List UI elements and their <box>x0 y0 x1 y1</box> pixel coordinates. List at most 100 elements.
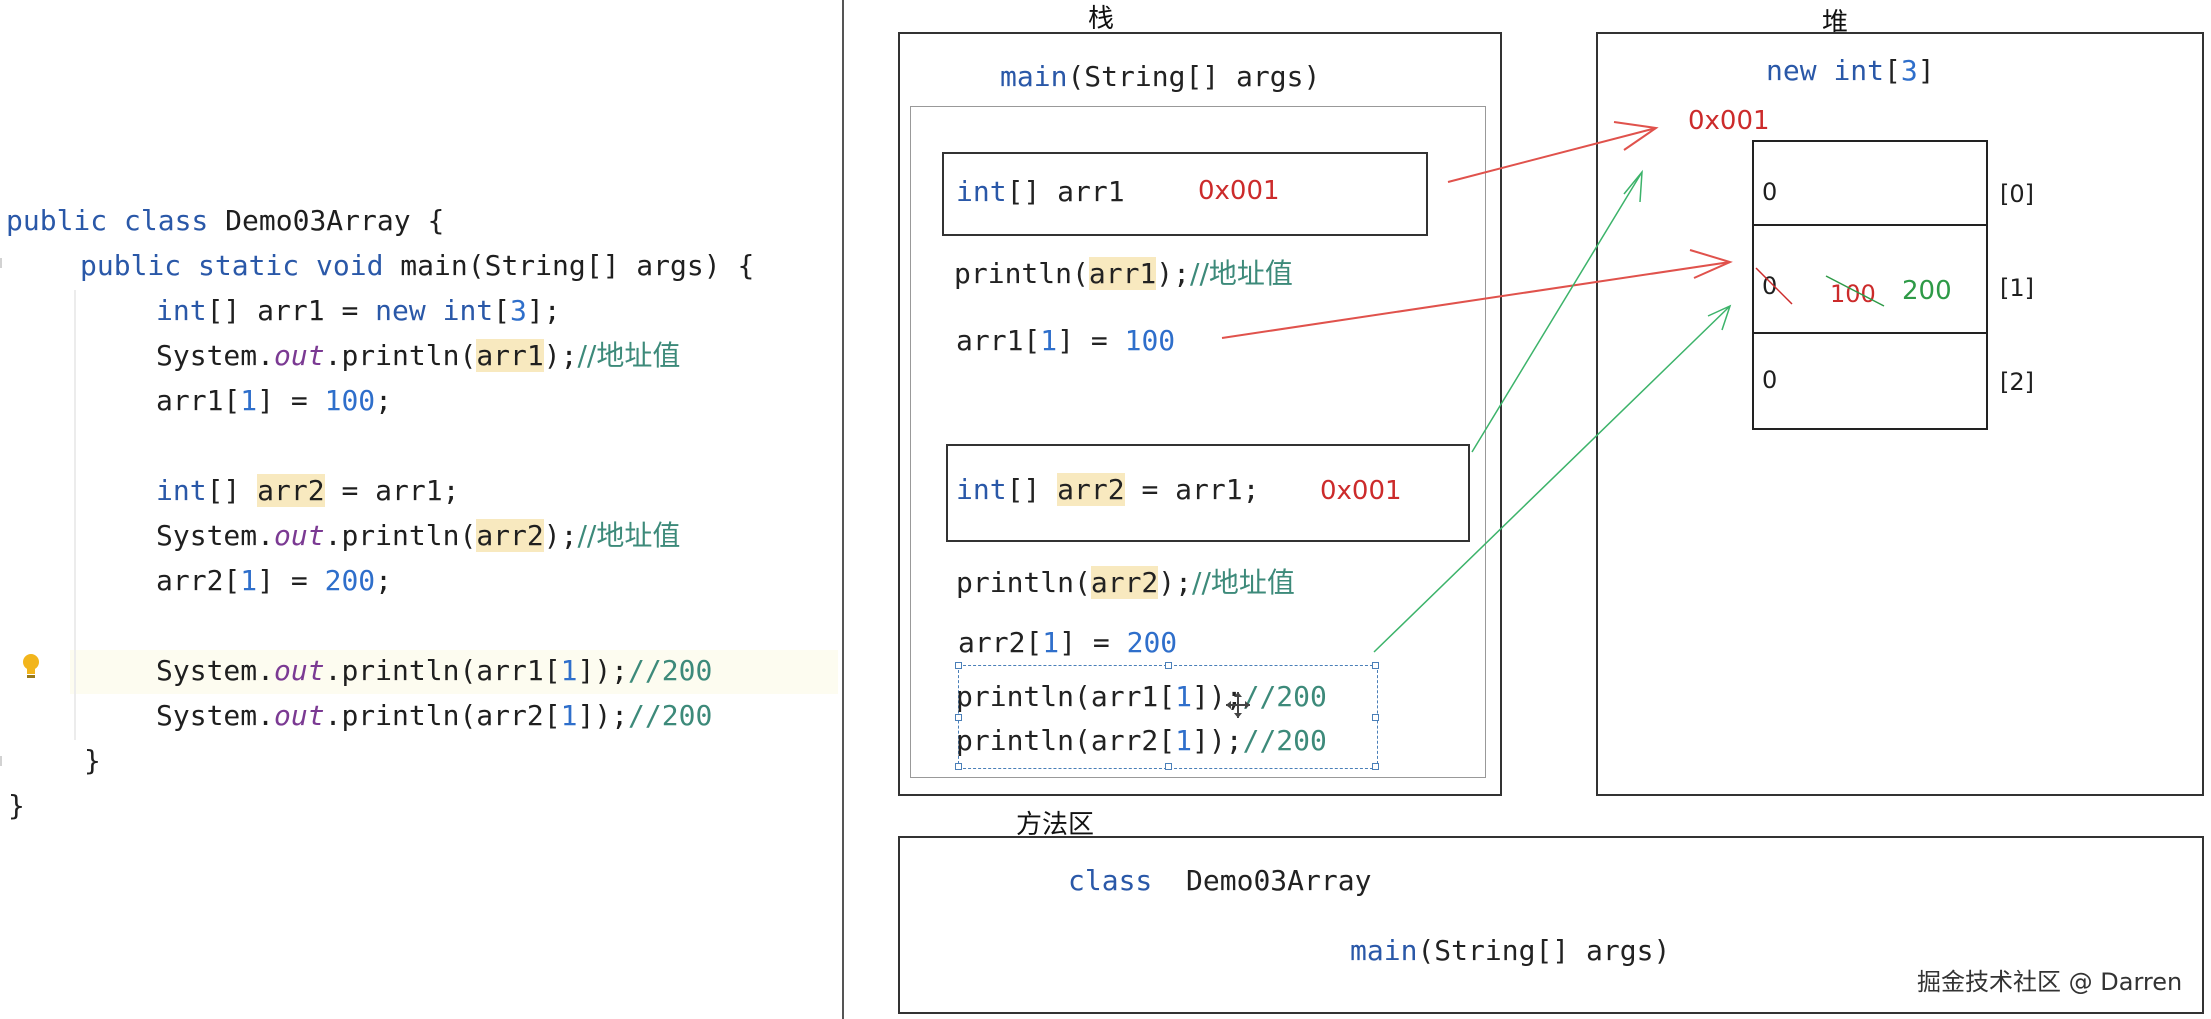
indent-guide <box>74 290 76 740</box>
code-text: Demo03Array <box>1186 864 1372 897</box>
resize-handle[interactable] <box>1372 662 1379 669</box>
code-line-print-arr2: System.out.println(arr2);//地址值 <box>156 519 680 553</box>
code-line-arr1-decl: int[] arr1 = new int[3]; <box>156 294 561 328</box>
cell-divider <box>1754 224 1986 226</box>
code-text: ); <box>1156 257 1191 290</box>
panel-divider[interactable] <box>842 0 844 1019</box>
code-text: arr1[ <box>156 384 241 417</box>
number-literal: 1 <box>240 384 258 417</box>
comment: //200 <box>628 699 713 732</box>
resize-handle[interactable] <box>955 714 962 721</box>
fold-marker[interactable] <box>0 756 6 766</box>
code-text: [ <box>493 294 511 327</box>
comment: //地址值 <box>577 519 681 552</box>
keyword: int <box>156 474 207 507</box>
comment: //200 <box>1242 680 1327 713</box>
comment: //地址值 <box>1190 257 1293 290</box>
closing-brace: } <box>84 744 101 777</box>
assign-arr2: arr2[1] = 200 <box>958 626 1177 659</box>
arr1-declaration: int[] arr1 <box>956 175 1125 208</box>
code-text: [] arr1 <box>1006 175 1125 208</box>
number-literal: 200 <box>1126 626 1178 659</box>
code-text: arr2[ <box>958 626 1043 659</box>
println-arr2: println(arr2);//地址值 <box>956 561 1295 601</box>
code-editor-panel[interactable]: public class Demo03Array { public static… <box>0 0 838 1019</box>
code-text: ); <box>543 519 578 552</box>
number-literal: 100 <box>1124 324 1176 357</box>
code-text: ]); <box>577 699 629 732</box>
stack-main-signature: main(String[] args) <box>1000 60 1320 93</box>
cell-1-new-value: 200 <box>1902 276 1952 306</box>
stack-box <box>898 32 1502 796</box>
code-line-print-arr2-elem: System.out.println(arr2[1]);//200 <box>156 699 712 733</box>
index-2-label: [2] <box>2000 368 2034 396</box>
code-text: [ <box>1884 54 1901 87</box>
resize-handle[interactable] <box>1165 662 1172 669</box>
highlighted-identifier: arr1 <box>476 339 544 372</box>
watermark: 掘金技术社区 @ Darren <box>1917 968 2183 996</box>
comment: //地址值 <box>1192 566 1295 599</box>
code-text: println( <box>956 566 1091 599</box>
arr1-variable-box <box>942 152 1428 236</box>
selected-text-box[interactable] <box>955 662 1379 770</box>
number-literal: 200 <box>324 564 376 597</box>
move-cursor-icon <box>1226 692 1250 718</box>
code-text: [] arr1 = <box>206 294 376 327</box>
code-text: main(String[] args) { <box>383 249 755 282</box>
keyword: int <box>956 473 1007 506</box>
resize-handle[interactable] <box>1372 714 1379 721</box>
keyword: public static void <box>80 249 384 282</box>
cell-2-value: 0 <box>1762 366 1778 394</box>
code-line-close-method: } <box>84 744 101 778</box>
resize-handle[interactable] <box>1165 763 1172 770</box>
lightbulb-icon[interactable] <box>20 652 42 682</box>
code-line-close-class: } <box>8 789 25 823</box>
code-text: ); <box>1158 566 1193 599</box>
resize-handle[interactable] <box>955 763 962 770</box>
keyword: new <box>1766 54 1817 87</box>
code-text: ]); <box>1192 724 1243 757</box>
strike-cell1-zero <box>1755 267 1793 305</box>
arrow-arr2-to-heap <box>1471 169 1643 453</box>
assign-arr1: arr1[1] = 100 <box>956 324 1175 357</box>
highlighted-identifier: arr2 <box>1057 473 1125 506</box>
keyword: public class <box>6 204 209 237</box>
code-text: [] <box>1006 473 1058 506</box>
method-area-box <box>898 836 2204 1014</box>
method-name: main <box>1000 60 1068 93</box>
keyword: new <box>375 294 426 327</box>
code-line-print-arr1: System.out.println(arr1);//地址值 <box>156 339 680 373</box>
method-area-main: main(String[] args) <box>1350 934 1670 967</box>
code-text: ] = <box>257 564 325 597</box>
code-text: ] = <box>1057 324 1125 357</box>
field-name: out <box>274 519 325 552</box>
code-text: System. <box>156 699 275 732</box>
cell-1-value: 0 <box>1762 272 1778 300</box>
code-text: ; <box>375 384 393 417</box>
resize-handle[interactable] <box>1372 763 1379 770</box>
keyword: int <box>956 175 1007 208</box>
highlighted-identifier: arr2 <box>476 519 544 552</box>
code-text: .println( <box>324 519 477 552</box>
code-text: .println(arr1[ <box>324 654 561 687</box>
comment: //200 <box>1242 724 1327 757</box>
code-text: ]; <box>526 294 561 327</box>
resize-handle[interactable] <box>955 662 962 669</box>
number-literal: 3 <box>510 294 527 327</box>
fold-marker[interactable] <box>0 258 6 268</box>
keyword: class <box>1068 864 1153 897</box>
code-text: arr1[ <box>956 324 1041 357</box>
code-text: println( <box>954 257 1089 290</box>
println-arr2-element: println(arr2[1]);//200 <box>956 724 1327 757</box>
keyword: int <box>156 294 207 327</box>
cell-0-value: 0 <box>1762 178 1778 206</box>
code-text: ] <box>1917 54 1935 87</box>
code-line-arr2-decl: int[] arr2 = arr1; <box>156 474 459 508</box>
heap-box <box>1596 32 2204 796</box>
field-name: out <box>274 699 325 732</box>
keyword: int <box>442 294 494 327</box>
number-literal: 1 <box>1042 626 1060 659</box>
arr2-declaration: int[] arr2 = arr1; <box>956 473 1259 506</box>
arrow-assign-arr1-to-cell1 <box>1221 249 1733 339</box>
